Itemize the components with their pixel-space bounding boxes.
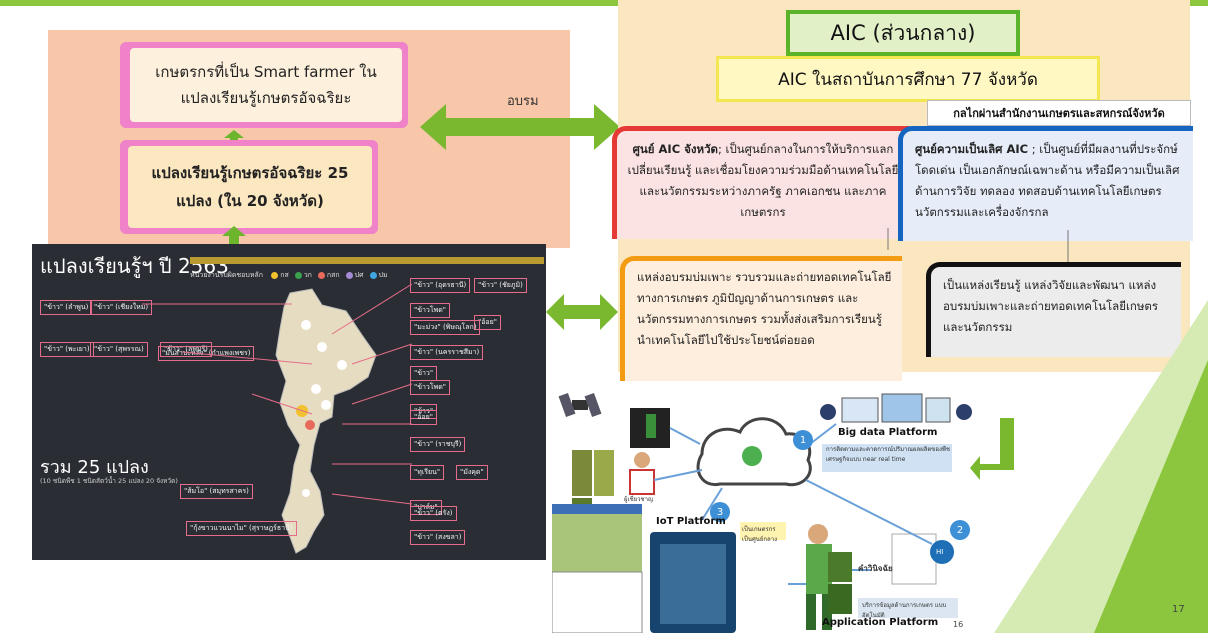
farmer-center-label: เป็นเกษตรกรเป็นศูนย์กลาง xyxy=(742,526,777,543)
aic-central-box: AIC (ส่วนกลาง) xyxy=(786,10,1020,56)
legend-item: ปม xyxy=(378,271,388,279)
smart-plot-box: แปลงเรียนรู้เกษตรอัจฉริยะ 25 แปลง (ใน 20… xyxy=(120,140,378,234)
legend-dot xyxy=(369,271,377,279)
iot-platform-label: IoT Platform xyxy=(656,516,726,527)
map-plot-label: "ข้าว" (สงขลา) xyxy=(410,530,466,545)
aic-central-text: AIC (ส่วนกลาง) xyxy=(830,20,976,45)
learning-source-card: เป็นแหล่งเรียนรู้ แหล่งวิจัยและพัฒนา แหล… xyxy=(926,262,1181,357)
learning-source-text: เป็นแหล่งเรียนรู้ แหล่งวิจัยและพัฒนา แหล… xyxy=(943,278,1159,334)
map-plot-label: "ข้าว" (เชียงใหม่) xyxy=(90,300,153,315)
map-plot-label: "ข้าวโพด" xyxy=(410,380,451,395)
legend-item: วก xyxy=(303,271,312,279)
legend-dot xyxy=(271,271,279,279)
platform-number-2: 2 xyxy=(950,520,970,540)
diagnosis-label: คำวินิจฉัย xyxy=(858,564,893,573)
map-plot-label: "มะม่วง" (พิษณุโลก) xyxy=(410,320,481,335)
map-title-stripe xyxy=(190,257,544,264)
map-plot-label: "ข้าว" (นครราชสีมา) xyxy=(410,345,484,360)
mechanism-text: กลไกผ่านสำนักงานเกษตรและสหกรณ์จังหวัด xyxy=(953,107,1165,120)
aic-center-card: ศูนย์ AIC จังหวัด; เป็นศูนย์กลางในการให้… xyxy=(612,126,909,239)
map-total: รวม 25 แปลง xyxy=(40,457,149,478)
robot-hi: HI xyxy=(936,548,944,556)
page-number: 17 xyxy=(1172,604,1185,615)
training-source-text: แหล่งอบรมบ่มเพาะ รวบรวมและถ่ายทอดเทคโนโล… xyxy=(637,270,892,347)
corner-arrow-icon xyxy=(970,418,1014,480)
training-label: อบรม xyxy=(507,94,539,109)
training-source-card: แหล่งอบรมบ่มเพาะ รวบรวมและถ่ายทอดเทคโนโล… xyxy=(620,256,902,381)
platform-number-3: 3 xyxy=(710,502,730,522)
smart-farmer-text: เกษตรกรที่เป็น Smart farmer ใน แปลงเรียน… xyxy=(155,63,377,107)
thailand-map xyxy=(275,288,377,554)
aic-excellence-title: ศูนย์ความเป็นเลิศ AIC xyxy=(915,142,1029,156)
top-accent-bar xyxy=(0,0,1208,6)
map-double-arrow-icon xyxy=(546,294,618,330)
application-platform-label: Application Platform xyxy=(822,617,939,628)
platform-diagram xyxy=(552,392,972,633)
green-decoration xyxy=(994,300,1208,633)
platform-number-1: 1 xyxy=(793,430,813,450)
map-plot-label: "กุ้งขาวแวนนาไม" (สุราษฎร์ธานี) xyxy=(186,521,297,536)
map-plot-label: "ข้าว" (พะเยา) xyxy=(40,342,94,357)
map-plot-label: "ข้าว" (ชัยภูมิ) xyxy=(474,278,527,293)
aic-connectors xyxy=(887,228,1069,262)
legend-item: กส xyxy=(280,271,289,279)
map-plot-label: "ข้าว" (ลำพูน) xyxy=(40,300,93,315)
inner-page-number: 16 xyxy=(953,620,964,629)
map-plot-label: "ข้าว" (ตรัง) xyxy=(410,506,457,521)
map-plot-label: "มันสำปะหลัง" (กำแพงเพชร) xyxy=(158,346,255,361)
map-plot-label: "ส้มโอ" (สมุทรสาคร) xyxy=(180,484,253,499)
map-legend: หน่วยงานรับผิดชอบหลัก กส วก กสก ปศ ปม xyxy=(190,270,388,281)
map-plot-label: "ข้าว" (ราชบุรี) xyxy=(410,437,466,452)
service-note: บริการข้อมูลด้านการเกษตร แบบอัตโนมัติ xyxy=(862,602,947,619)
expert-label: ผู้เชี่ยวชาญ xyxy=(624,496,654,503)
smart-farmer-box: เกษตรกรที่เป็น Smart farmer ใน แปลงเรียน… xyxy=(120,42,408,128)
map-plot-label: "มังคุด" xyxy=(456,465,488,480)
up-arrow-icon xyxy=(224,130,244,144)
aic-education-box: AIC ในสถาบันการศึกษา 77 จังหวัด xyxy=(716,56,1100,102)
map-plot-label: "อ้อย" xyxy=(474,315,501,330)
training-double-arrow-icon xyxy=(420,104,620,150)
map-plot-label: "ทุเรียน" xyxy=(410,465,445,480)
legend-dot xyxy=(294,271,302,279)
map-plot-label: "ข้าว" (ลพบุรี) xyxy=(160,342,212,357)
map-legend-label: หน่วยงานรับผิดชอบหลัก xyxy=(190,271,263,279)
legend-dot xyxy=(345,271,353,279)
map-total-sub: (10 ชนิดพืช 1 ชนิดสัตว์น้ำ 25 แปลง 20 จั… xyxy=(40,477,178,485)
aic-excellence-card: ศูนย์ความเป็นเลิศ AIC ; เป็นศูนย์ที่มีผล… xyxy=(898,126,1193,241)
aic-education-text: AIC ในสถาบันการศึกษา 77 จังหวัด xyxy=(778,69,1038,90)
aic-center-text: ; เป็นศูนย์กลางในการให้บริการแลกเปลี่ยนเ… xyxy=(627,142,899,219)
aic-center-title: ศูนย์ AIC จังหวัด xyxy=(632,142,718,156)
legend-dot xyxy=(317,271,325,279)
big-data-platform-label: Big data Platform xyxy=(838,427,938,438)
up-arrow-icon xyxy=(222,226,246,246)
map-plot-label: "ข้าว" (สุพรรณ) xyxy=(90,342,148,357)
mechanism-box: กลไกผ่านสำนักงานเกษตรและสหกรณ์จังหวัด xyxy=(927,100,1191,126)
legend-item: ปศ xyxy=(354,271,364,279)
map-leader-lines xyxy=(142,283,413,505)
smart-plot-text: แปลงเรียนรู้เกษตรอัจฉริยะ 25 แปลง (ใน 20… xyxy=(151,164,349,210)
legend-item: กสก xyxy=(326,271,340,279)
map-plot-label: "อ้อย" xyxy=(410,410,437,425)
big-data-note: การติดตามและคาดการณ์ปริมาณผลผลิตของพืชเศ… xyxy=(826,446,950,463)
aic-excellence-text: ; เป็นศูนย์ที่มีผลงานที่ประจักษ์ โดดเด่น… xyxy=(915,142,1180,219)
map-plot-label: "ข้าวโพด" xyxy=(410,303,451,318)
